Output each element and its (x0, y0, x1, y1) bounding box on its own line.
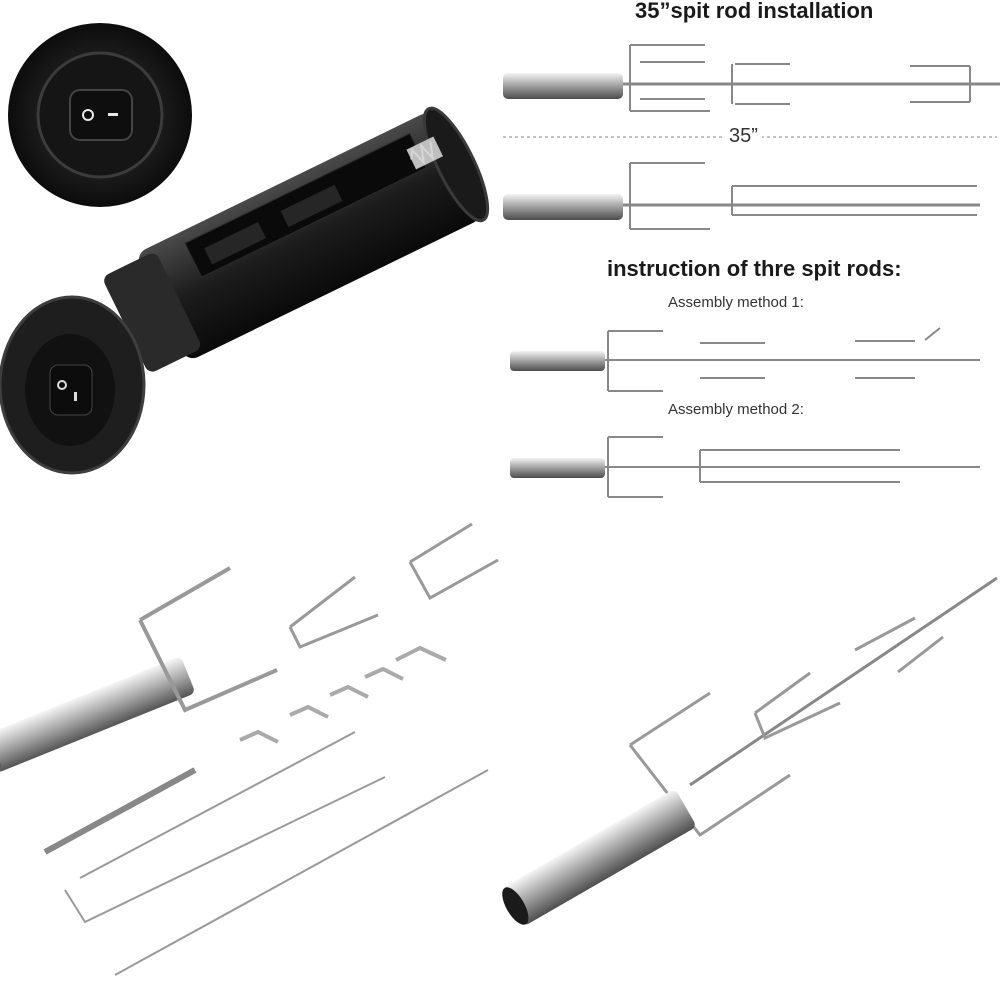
rod-method-2 (510, 436, 980, 498)
medium-fork (288, 575, 379, 649)
assembly-method-2-label: Assembly method 2: (668, 401, 804, 418)
instructions-title: instruction of thre spit rods: (607, 256, 902, 281)
small-fork (408, 522, 499, 601)
length-dimension-label: 35” (725, 125, 762, 148)
assembled-spit-panel (500, 500, 1000, 1000)
assembly-method-1-label: Assembly method 1: (668, 294, 804, 311)
front-fork (628, 691, 791, 838)
rod-method-1 (510, 327, 980, 392)
battery-housing-panel (0, 0, 500, 500)
spit-rod-diagrams (503, 44, 1000, 498)
spit-parts-illustration (0, 522, 499, 976)
rod-assembled-2 (503, 162, 980, 230)
center-rod (43, 767, 197, 855)
installation-panel: 35”spit rod installation 35” instruction… (500, 0, 1000, 500)
rear-fork (854, 616, 944, 674)
installation-title: 35”spit rod installation (635, 0, 874, 23)
rod-assembled-1 (503, 44, 1000, 112)
assembled-spit-illustration (502, 576, 998, 925)
skewer-rod-2 (64, 776, 386, 924)
switch-closeup (8, 23, 192, 207)
battery-tube (104, 106, 490, 372)
parts-panel (0, 500, 500, 1000)
skewer-rod-1 (79, 731, 356, 879)
skewer-rod-3 (114, 769, 489, 976)
battery-housing-illustration (0, 23, 490, 475)
switch-front-cap (0, 295, 146, 475)
handle-tube (0, 657, 194, 773)
large-fork (138, 566, 278, 713)
thumb-screws (239, 645, 447, 744)
assembled-handle-tube (502, 790, 695, 925)
main-rod (689, 576, 998, 787)
middle-fork (753, 671, 841, 741)
